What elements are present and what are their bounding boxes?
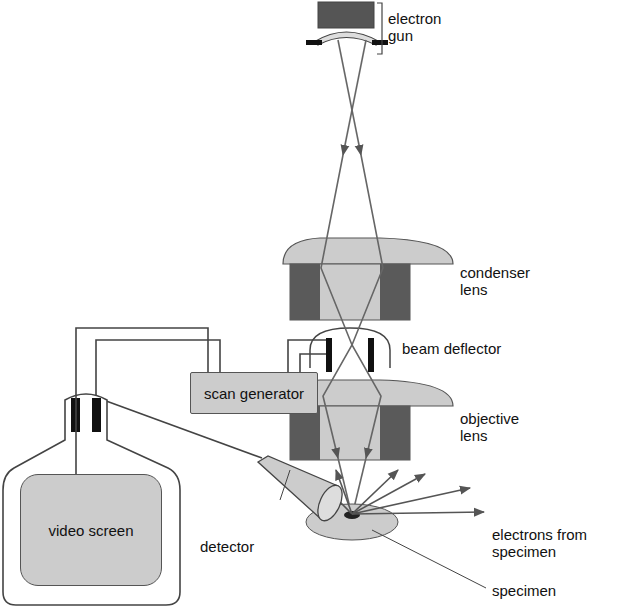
lens-bore — [290, 264, 410, 320]
emitted-electrons — [330, 470, 484, 514]
lens-cap — [283, 238, 453, 264]
gun-cathode — [314, 32, 380, 45]
node-text: video screen — [48, 522, 133, 539]
signal-wire — [76, 328, 208, 474]
detector-face — [313, 482, 347, 525]
signal-wire — [96, 340, 326, 402]
connector-pin — [92, 398, 101, 432]
part-label: beam deflector — [402, 340, 501, 357]
video-screen: video screen — [20, 474, 162, 586]
scan-generator-box: scan generator — [190, 372, 318, 414]
monitor-housing — [3, 394, 180, 605]
part-label: electrons from specimen — [492, 526, 617, 561]
deflector-plate — [368, 338, 374, 372]
electron-beam — [321, 40, 383, 512]
detector-ring — [280, 470, 290, 500]
deflector-plate — [326, 338, 332, 372]
lens-pole — [380, 406, 410, 460]
gun-body — [318, 2, 374, 28]
bracket — [377, 3, 382, 54]
part-label: specimen — [492, 582, 556, 599]
part-label: condenser lens — [460, 264, 540, 299]
lens-bore — [290, 406, 410, 460]
part-label: objective lens — [460, 410, 540, 445]
lens-pole — [290, 406, 320, 460]
part-label: detector — [200, 538, 254, 555]
node-text: scan generator — [204, 385, 304, 402]
lens-pole — [290, 264, 320, 320]
lens-pole — [380, 264, 410, 320]
gun-plate — [306, 40, 322, 45]
part-label: electron gun — [388, 10, 468, 45]
gun-plate — [372, 40, 388, 45]
leader-line — [372, 530, 486, 588]
